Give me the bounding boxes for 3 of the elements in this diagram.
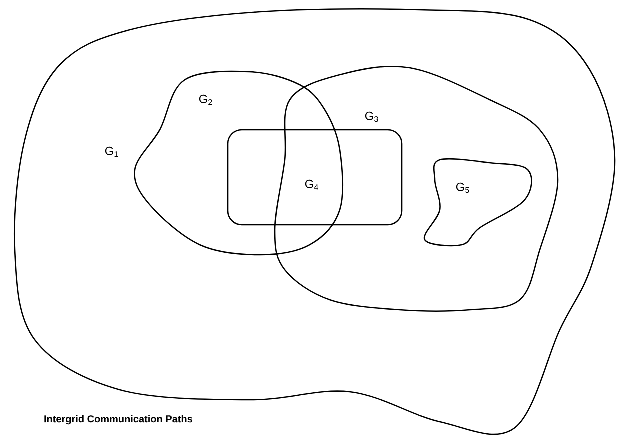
region-outline: G$_{4}$ [227,129,403,226]
caption: Intergrid Communication Paths [44,415,192,425]
region-outline: G$_{5}$ [424,158,532,247]
